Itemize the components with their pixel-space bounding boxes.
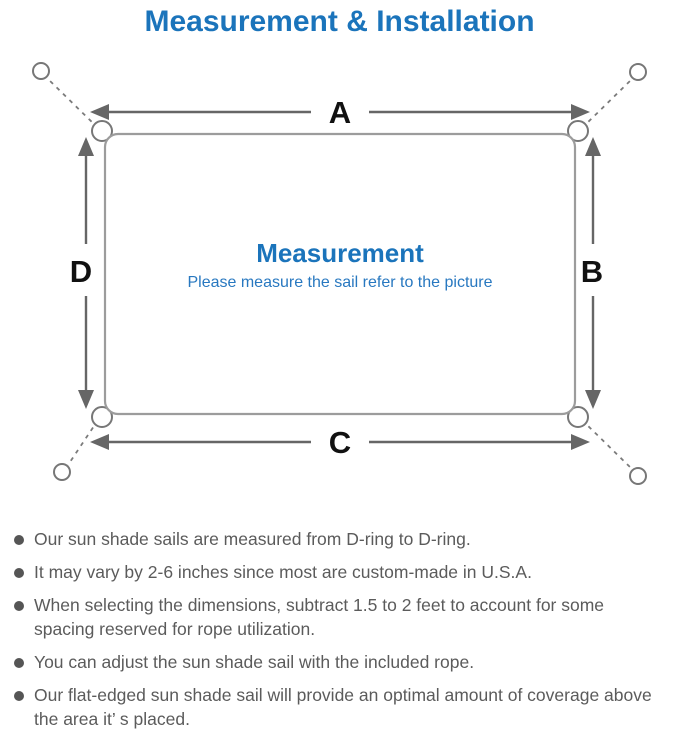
measurement-installation-page: Measurement & Installation A C [0,5,679,739]
d-ring-top-right [567,120,589,142]
rope-top-left [46,77,99,129]
diagram-center-heading: Measurement [256,238,424,268]
note-item: It may vary by 2-6 inches since most are… [14,561,661,585]
note-text: When selecting the dimensions, subtract … [34,594,605,639]
d-ring-top-left [91,120,113,142]
d-ring-bottom-left [91,406,113,428]
diagram-center-caption: Please measure the sail refer to the pic… [187,274,492,291]
anchor-point-bottom-left [53,463,71,481]
note-item: Our flat-edged sun shade sail will provi… [14,684,661,732]
note-text: Our flat-edged sun shade sail will provi… [34,684,652,729]
arrowhead-c-right [571,434,590,450]
rope-top-right [581,78,633,129]
bullet-icon [14,567,24,578]
anchor-point-bottom-right [629,467,647,485]
note-item: When selecting the dimensions, subtract … [14,594,661,642]
arrowhead-a-right [571,104,590,120]
note-item: Our sun shade sails are measured from D-… [14,528,661,552]
rope-bottom-right [581,419,633,470]
dim-label-d: D [70,254,92,289]
arrowhead-c-left [90,434,109,450]
arrowhead-b-down [585,390,601,409]
page-title: Measurement & Installation [144,5,535,38]
note-item: You can adjust the sun shade sail with t… [14,651,661,675]
dim-label-c: C [329,425,351,460]
bullet-icon [14,657,24,668]
note-text: It may vary by 2-6 inches since most are… [34,561,532,582]
arrowhead-d-down [78,390,94,409]
dim-label-b: B [581,254,603,289]
arrowhead-a-left [90,104,109,120]
anchor-point-top-right [629,63,647,81]
rope-bottom-left [67,419,99,466]
bullet-icon [14,600,24,611]
note-text: Our sun shade sails are measured from D-… [34,529,471,549]
anchor-point-top-left [32,62,50,80]
arrowhead-b-up [585,137,601,156]
measurement-diagram: A C D B Measurement Please measure the s… [32,62,647,485]
note-text: You can adjust the sun shade sail with t… [34,651,475,672]
bullet-icon [14,690,24,701]
bullet-icon [14,535,24,545]
dim-label-a: A [329,95,351,130]
notes-list: Our sun shade sails are measured from D-… [0,528,679,732]
d-ring-bottom-right [567,406,589,428]
sail-panel [103,132,577,416]
arrowhead-d-up [78,137,94,156]
